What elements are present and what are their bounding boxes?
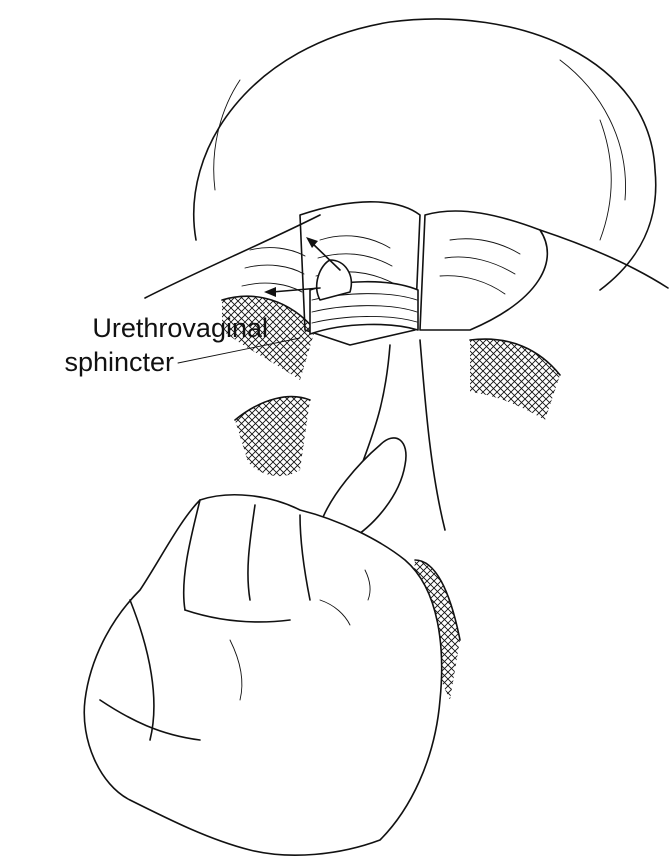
sphincter-label-line2: sphincter	[6, 346, 174, 378]
surgeon-hand	[84, 438, 441, 855]
sphincter-label-line1: Urethrovaginal	[6, 312, 268, 344]
bladder-dome	[194, 19, 656, 290]
